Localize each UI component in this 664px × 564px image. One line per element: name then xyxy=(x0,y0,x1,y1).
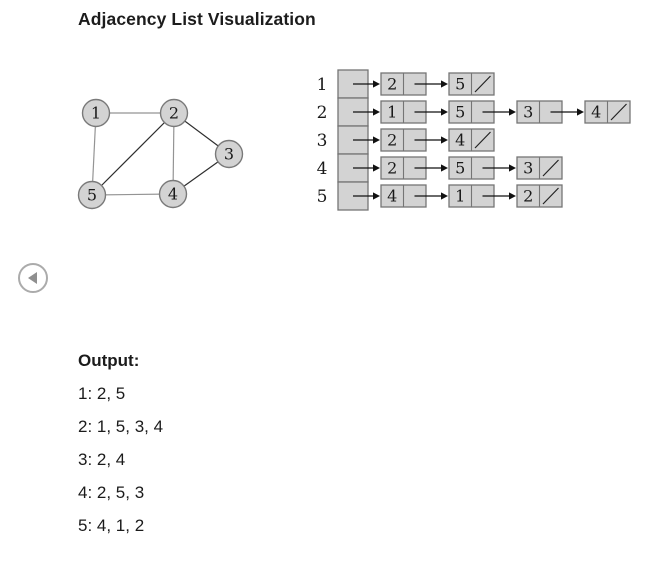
pointer-arrowhead xyxy=(373,108,380,116)
list-node-value: 2 xyxy=(523,187,533,206)
left-triangle-icon xyxy=(27,272,37,284)
list-node-value: 2 xyxy=(387,159,397,178)
pointer-arrowhead xyxy=(441,164,448,172)
row-label: 3 xyxy=(317,131,328,151)
output-panel: Output: 1: 2, 5 2: 1, 5, 3, 4 3: 2, 4 4: 2,… xyxy=(78,350,163,548)
list-node-value: 3 xyxy=(523,103,533,122)
previous-step-button[interactable] xyxy=(18,263,48,293)
output-line: 1: 2, 5 xyxy=(78,384,126,403)
list-node-value: 1 xyxy=(387,103,397,122)
graph-node-label: 5 xyxy=(87,186,97,205)
graph-node-label: 4 xyxy=(168,185,178,204)
graph-node xyxy=(77,180,107,210)
list-node-value: 4 xyxy=(455,131,465,150)
pointer-arrowhead xyxy=(373,136,380,144)
pointer-arrowhead xyxy=(441,108,448,116)
null-slash-icon xyxy=(610,103,627,121)
pointer-arrowhead xyxy=(441,80,448,88)
pointer-arrowhead xyxy=(441,136,448,144)
pointer-arrowhead xyxy=(373,192,380,200)
output-line: 3: 2, 4 xyxy=(78,450,126,469)
graph-node-label: 1 xyxy=(91,104,101,123)
graph-node-label: 2 xyxy=(169,104,179,123)
adjacency-list-diagram: 1 2 5 2 1 5 3 4 3 2 4 4 2 5 3 5 4 1 2 xyxy=(317,69,631,211)
null-slash-icon xyxy=(542,159,559,177)
output-heading: Output: xyxy=(78,351,140,370)
null-slash-icon xyxy=(474,75,491,93)
list-node-value: 2 xyxy=(387,131,397,150)
graph-diagram: 1 2 3 4 5 xyxy=(77,98,244,210)
null-slash-icon xyxy=(474,131,491,149)
pointer-arrowhead xyxy=(373,164,380,172)
graph-node xyxy=(158,179,188,209)
null-slash-icon xyxy=(542,187,559,205)
pointer-arrowhead xyxy=(373,80,380,88)
output-lines: 1: 2, 5 2: 1, 5, 3, 4 3: 2, 4 4: 2, 5, 3 5: … xyxy=(78,383,163,537)
list-node-value: 5 xyxy=(455,103,465,122)
list-node-value: 3 xyxy=(523,159,533,178)
pointer-arrowhead xyxy=(509,192,516,200)
row-label: 5 xyxy=(317,187,328,207)
list-node-value: 4 xyxy=(387,187,397,206)
graph-edge xyxy=(91,112,175,196)
graph-node-label: 3 xyxy=(224,145,234,164)
pointer-arrowhead xyxy=(441,192,448,200)
pointer-arrowhead xyxy=(509,108,516,116)
row-label: 2 xyxy=(317,103,328,123)
output-line: 5: 4, 1, 2 xyxy=(78,516,145,535)
list-node-value: 5 xyxy=(455,75,465,94)
list-node-value: 5 xyxy=(455,159,465,178)
pointer-arrowhead xyxy=(509,164,516,172)
output-line: 4: 2, 5, 3 xyxy=(78,483,145,502)
list-node-value: 4 xyxy=(591,103,601,122)
output-line: 2: 1, 5, 3, 4 xyxy=(78,417,164,436)
list-node-value: 1 xyxy=(455,187,465,206)
graph-node xyxy=(159,98,189,128)
pointer-arrowhead xyxy=(577,108,584,116)
row-label: 1 xyxy=(317,75,328,95)
row-label: 4 xyxy=(317,159,328,179)
graph-node xyxy=(81,98,111,128)
list-node-value: 2 xyxy=(387,75,397,94)
page-title: Adjacency List Visualization xyxy=(78,9,316,29)
graph-node xyxy=(214,139,244,169)
